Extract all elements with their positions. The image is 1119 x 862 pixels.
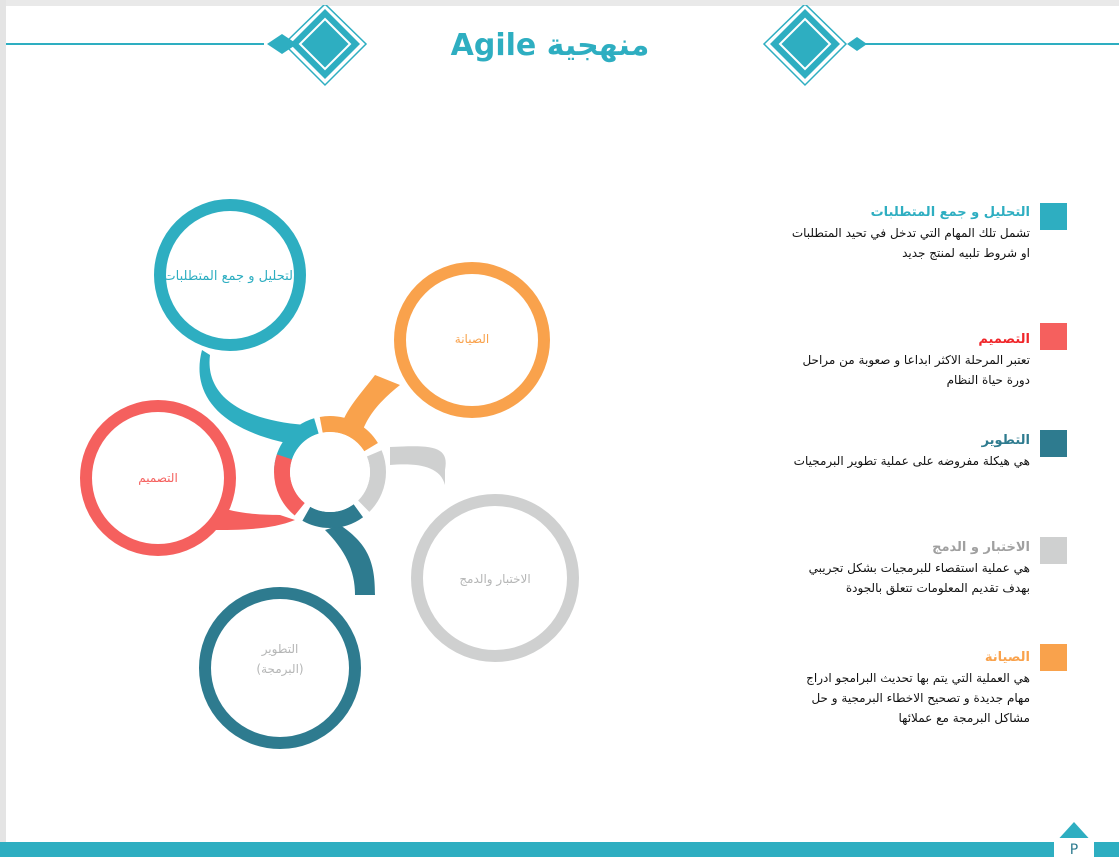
header-diamond-right-icon <box>762 5 867 87</box>
legend-item-analysis: التحليل و جمع المتطلبات تشمل تلك المهام … <box>640 205 1030 263</box>
center-circle <box>290 432 370 512</box>
development-circle <box>199 587 361 749</box>
analysis-circle <box>154 199 306 351</box>
legend-square-analysis <box>1040 203 1067 230</box>
testing-circle <box>411 494 579 662</box>
design-circle <box>80 400 236 556</box>
legend-item-maintenance: الصيانة هي العملية التي يتم بها تحديث ال… <box>640 650 1030 728</box>
analysis-tail <box>199 350 310 447</box>
legend-line: مشاكل البرمجة مع عملائها <box>898 711 1030 725</box>
design-label: التصميم <box>138 471 178 485</box>
development-sublabel: (البرمجة) <box>256 662 303 677</box>
legend-item-design: التصميم تعتبر المرحلة الاكثر ابداعا و صع… <box>640 332 1030 390</box>
header-line-left <box>6 43 264 45</box>
legend-square-design <box>1040 323 1067 350</box>
testing-tail <box>390 446 446 485</box>
legend-line: هي هيكلة مفروضه على عملية تطوير البرمجيا… <box>793 454 1030 468</box>
legend-line: او شروط تلبيه لمنتج جديد <box>902 246 1030 260</box>
center-ring-red <box>274 416 386 528</box>
legend-title: الصيانة <box>984 650 1030 665</box>
slide-top-border <box>0 0 1119 6</box>
analysis-label: التحليل و جمع المتطلبات <box>163 269 296 284</box>
legend-square-maintenance <box>1040 644 1067 671</box>
legend-line: هي عملية استقصاء للبرمجيات بشكل تجريبي <box>808 561 1030 575</box>
development-label: التطوير <box>261 642 299 657</box>
center-ring-darkteal <box>274 416 386 528</box>
maintenance-label: الصيانة <box>455 332 489 346</box>
legend-square-development <box>1040 430 1067 457</box>
legend-line: دورة حياة النظام <box>946 373 1030 387</box>
center-ring-orange <box>274 416 386 528</box>
legend-line: هي العملية التي يتم بها تحديث البرامجو ا… <box>806 671 1030 685</box>
testing-label: الاختبار والدمج <box>459 572 530 587</box>
legend-item-development: التطوير هي هيكلة مفروضه على عملية تطوير … <box>640 433 1030 471</box>
page-number: P <box>1054 838 1094 858</box>
header-line-right <box>865 43 1119 45</box>
slide-left-border <box>0 0 6 857</box>
legend-title: التصميم <box>978 332 1030 347</box>
center-ring-gray <box>274 416 386 528</box>
agile-cycle-diagram: التحليل و جمع المتطلبات الصيانة التصميم … <box>80 199 579 749</box>
legend-title: التحليل و جمع المتطلبات <box>870 205 1030 220</box>
development-tail <box>325 525 375 595</box>
legend-title: التطوير <box>981 433 1030 448</box>
legend-line: تشمل تلك المهام التي تدخل في تحيد المتطل… <box>791 226 1030 240</box>
legend-line: تعتبر المرحلة الاكثر ابداعا و صعوبة من م… <box>802 353 1030 367</box>
page-title: منهجية Agile <box>450 28 650 63</box>
legend-line: مهام جديدة و تصحيح الاخطاء البرمجية و حل <box>811 691 1030 705</box>
header-diamond-left-icon <box>267 5 368 87</box>
legend-item-testing: الاختبار و الدمج هي عملية استقصاء للبرمج… <box>640 540 1030 598</box>
maintenance-circle <box>394 262 550 418</box>
footer-bar <box>0 842 1119 857</box>
legend-title: الاختبار و الدمج <box>932 540 1030 555</box>
legend-square-testing <box>1040 537 1067 564</box>
legend-line: بهدف تقديم المعلومات تتعلق بالجودة <box>845 581 1030 595</box>
